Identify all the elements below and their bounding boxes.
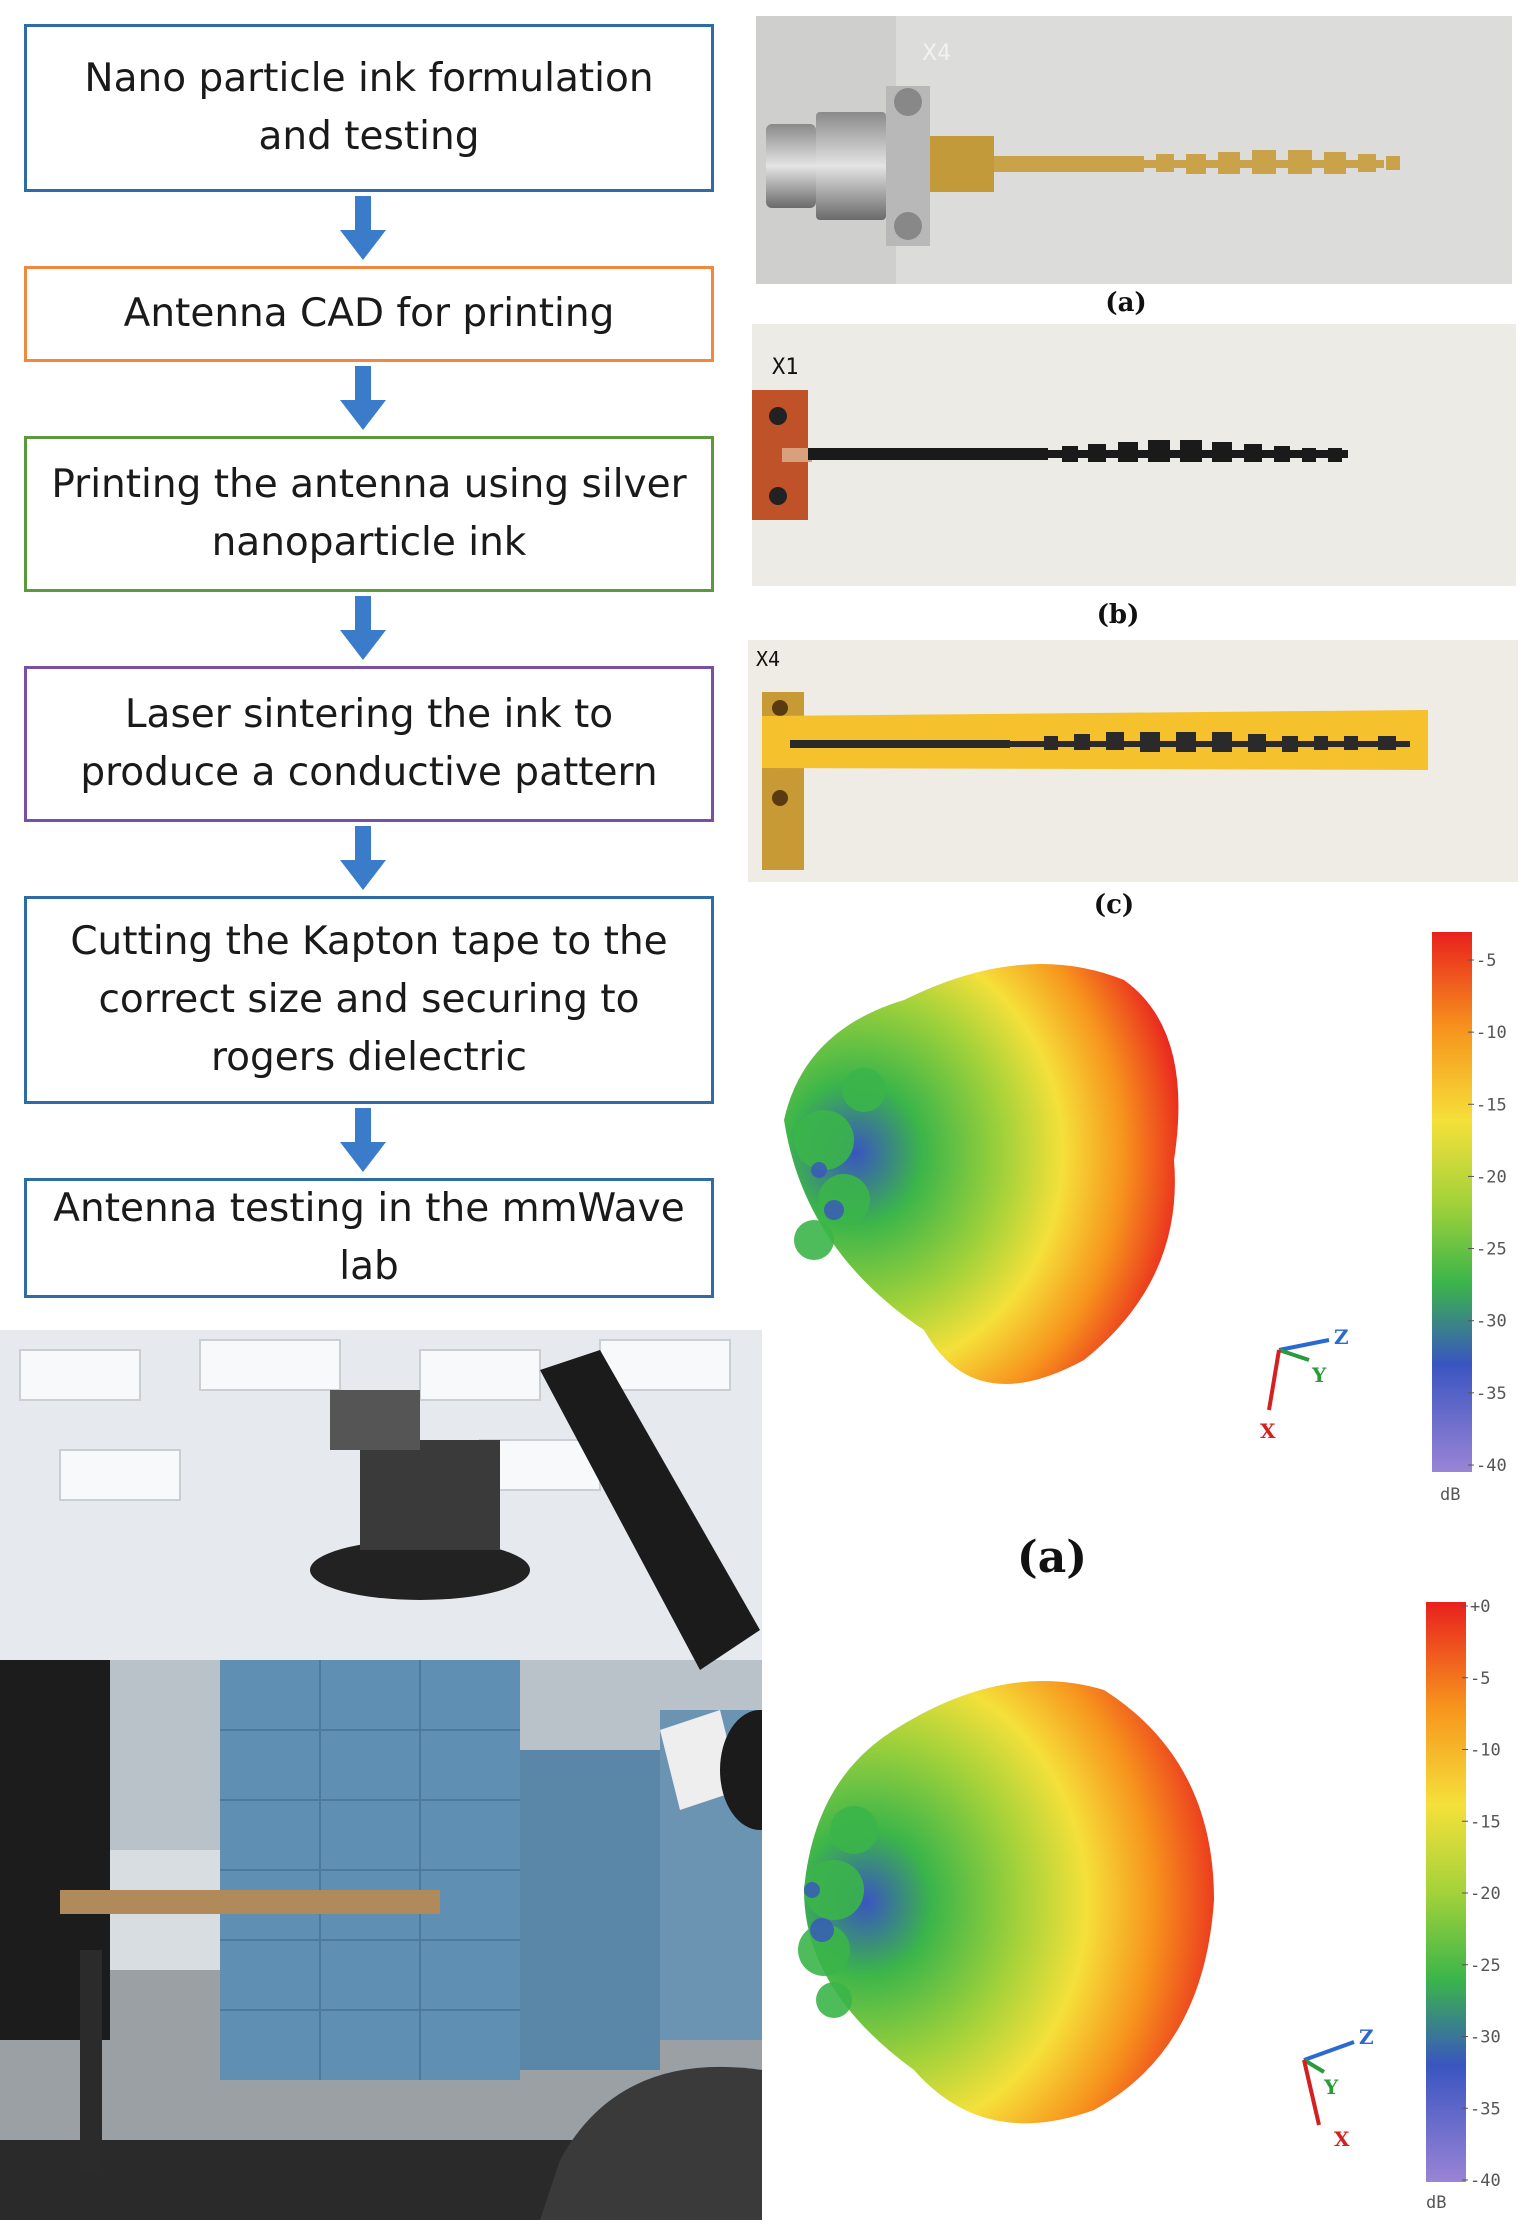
axis-z-label: Z [1334,1325,1349,1349]
antenna-c-drawing: X4 [748,640,1518,882]
colorbar-tick-label: -35 [1470,2099,1501,2119]
pattern-top-plot: Z Y X -5 -10 -15 -20 -25 -30 -35 -40 dB [784,932,1507,1505]
step-antenna-testing: Antenna testing in the mmWave lab [24,1178,714,1298]
colorbar-tick-label: -35 [1476,1384,1507,1404]
antenna-photo-b: X1 [752,324,1516,586]
axis-z-label: Z [1359,2025,1374,2049]
arrow-down-icon [340,1108,386,1172]
step-ink-formulation-text: Nano particle ink formulation and testin… [84,56,654,159]
caption-photo-a: (a) [1105,288,1147,318]
colorbar-tick-label: -15 [1470,1812,1501,1832]
axis-x-label: X [1260,1419,1276,1443]
axes-triad-top: Z Y X [1260,1325,1349,1443]
radiation-pattern-top: Z Y X -5 -10 -15 -20 -25 -30 -35 -40 dB [764,920,1527,1520]
step-cutting-kapton-text: Cutting the Kapton tape to the correct s… [70,919,668,1080]
arrow-down-icon [340,366,386,430]
arrow-down-icon [340,826,386,890]
axis-y-label: Y [1311,1363,1327,1387]
colorbar-tick-label: -30 [1476,1312,1507,1332]
colorbar-tick-label: -5 [1470,1669,1490,1689]
colorbar-tick-label: -15 [1476,1095,1507,1115]
antenna-photo-a: X4 [756,16,1512,284]
colorbar-bottom [1426,1602,1466,2182]
colorbar-top-unit: dB [1440,1485,1460,1505]
colorbar-tick-label: -25 [1470,1956,1501,1976]
step-laser-sintering: Laser sintering the ink to produce a con… [24,666,714,822]
colorbar-bottom-ticks: +0 -5 -10 -15 -20 -25 -30 -35 -40 [1462,1597,1501,2191]
axes-triad-bottom: Z Y X [1302,2025,1374,2151]
colorbar-tick-label: -30 [1470,2028,1501,2048]
step-antenna-testing-text: Antenna testing in the mmWave lab [53,1186,685,1289]
step-printing-text: Printing the antenna using silver nanopa… [51,462,687,565]
colorbar-tick-label: -20 [1470,1884,1501,1904]
axis-y-label: Y [1323,2075,1339,2099]
colorbar-tick-label: -5 [1476,951,1496,971]
pattern-bottom-plot: Z Y X +0 -5 -10 -15 -20 -25 -30 -35 -40 dB [798,1597,1501,2213]
colorbar-tick-label: -40 [1470,2171,1501,2191]
caption-photo-c: (c) [1093,890,1135,920]
colorbar-tick-label: -20 [1476,1167,1507,1187]
lab-scene-drawing [0,1330,762,2220]
colorbar-tick-label: -40 [1476,1456,1507,1476]
colorbar-tick-label: -25 [1476,1240,1507,1260]
antenna-b-marker: X1 [772,355,799,380]
colorbar-tick-label: -10 [1476,1023,1507,1043]
antenna-c-marker: X4 [756,647,780,671]
colorbar-bottom-unit: dB [1426,2193,1446,2213]
antenna-a-drawing: X4 [756,16,1400,284]
step-printing: Printing the antenna using silver nanopa… [24,436,714,592]
antenna-b-drawing: X1 [752,324,1516,586]
antenna-photo-c: X4 [748,640,1518,882]
step-laser-sintering-text: Laser sintering the ink to produce a con… [80,692,658,795]
colorbar-tick-label: +0 [1470,1597,1490,1617]
arrow-down-icon [340,596,386,660]
caption-photo-b: (b) [1096,600,1140,630]
step-antenna-cad: Antenna CAD for printing [24,266,714,362]
mmwave-lab-photo [0,1330,762,2220]
colorbar-tick-label: -10 [1470,1741,1501,1761]
colorbar-top [1432,932,1472,1472]
colorbar-top-ticks: -5 -10 -15 -20 -25 -30 -35 -40 [1468,951,1507,1476]
antenna-a-marker: X4 [922,41,951,66]
radiation-pattern-bottom: Z Y X +0 -5 -10 -15 -20 -25 -30 -35 -40 dB [764,1590,1527,2220]
step-ink-formulation: Nano particle ink formulation and testin… [24,24,714,192]
axis-x-label: X [1334,2127,1350,2151]
step-antenna-cad-text: Antenna CAD for printing [123,291,615,336]
step-cutting-kapton: Cutting the Kapton tape to the correct s… [24,896,714,1104]
caption-pattern-top: (a) [1016,1532,1088,1583]
arrow-down-icon [340,196,386,260]
